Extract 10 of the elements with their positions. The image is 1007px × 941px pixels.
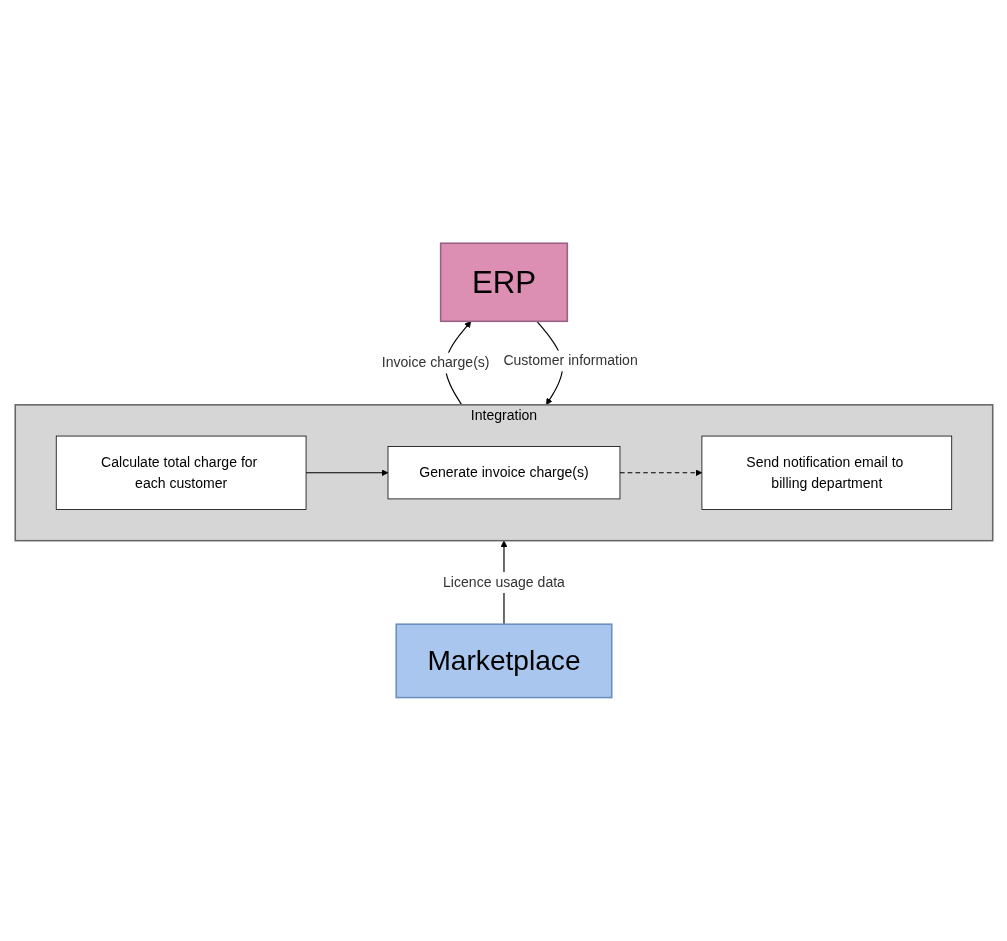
node-box: ERP (439, 242, 568, 323)
edge-label: Invoice charge(s) (381, 354, 490, 371)
arrow (304, 469, 388, 477)
node-box: Send notification email to billing department (701, 435, 952, 510)
node-box: Generate invoice charge(s) (387, 446, 620, 500)
node-box: Marketplace (394, 623, 613, 699)
edge-label: Customer information (502, 352, 638, 369)
node-box: Calculate total charge for each customer (55, 435, 306, 510)
edge-label: Licence usage data (442, 574, 565, 590)
arrow (618, 469, 702, 477)
